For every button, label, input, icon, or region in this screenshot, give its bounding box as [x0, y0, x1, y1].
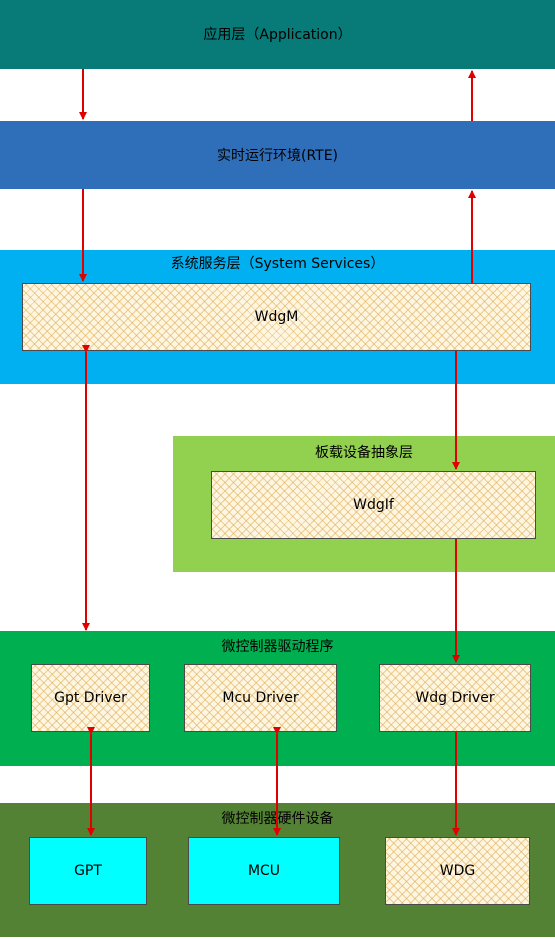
gpt-driver-module: Gpt Driver [31, 664, 150, 732]
wdgif-module: WdgIf [211, 471, 536, 539]
hardware-layer: 微控制器硬件设备 GPT MCU WDG [0, 803, 555, 937]
wdgm-module: WdgM [22, 283, 531, 351]
mcal-layer: 微控制器驱动程序 Gpt Driver Mcu Driver Wdg Drive… [0, 631, 555, 766]
system-services-layer: 系统服务层（System Services） WdgM [0, 250, 555, 384]
wdg-hardware: WDG [385, 837, 530, 905]
ecu-abstraction-layer: 板载设备抽象层 WdgIf [173, 436, 555, 572]
ecu-abstraction-layer-title: 板载设备抽象层 [315, 445, 413, 461]
mcu-driver-module: Mcu Driver [184, 664, 337, 732]
rte-layer: 实时运行环境(RTE) [0, 121, 555, 189]
mcu-hardware: MCU [188, 837, 340, 905]
application-layer: 应用层（Application） [0, 0, 555, 69]
gpt-hardware: GPT [29, 837, 147, 905]
system-services-layer-title: 系统服务层（System Services） [170, 256, 385, 272]
application-layer-title: 应用层（Application） [203, 27, 352, 43]
rte-layer-title: 实时运行环境(RTE) [216, 148, 339, 164]
hardware-layer-title: 微控制器硬件设备 [221, 811, 334, 827]
wdg-driver-module: Wdg Driver [379, 664, 531, 732]
mcal-layer-title: 微控制器驱动程序 [221, 639, 334, 655]
